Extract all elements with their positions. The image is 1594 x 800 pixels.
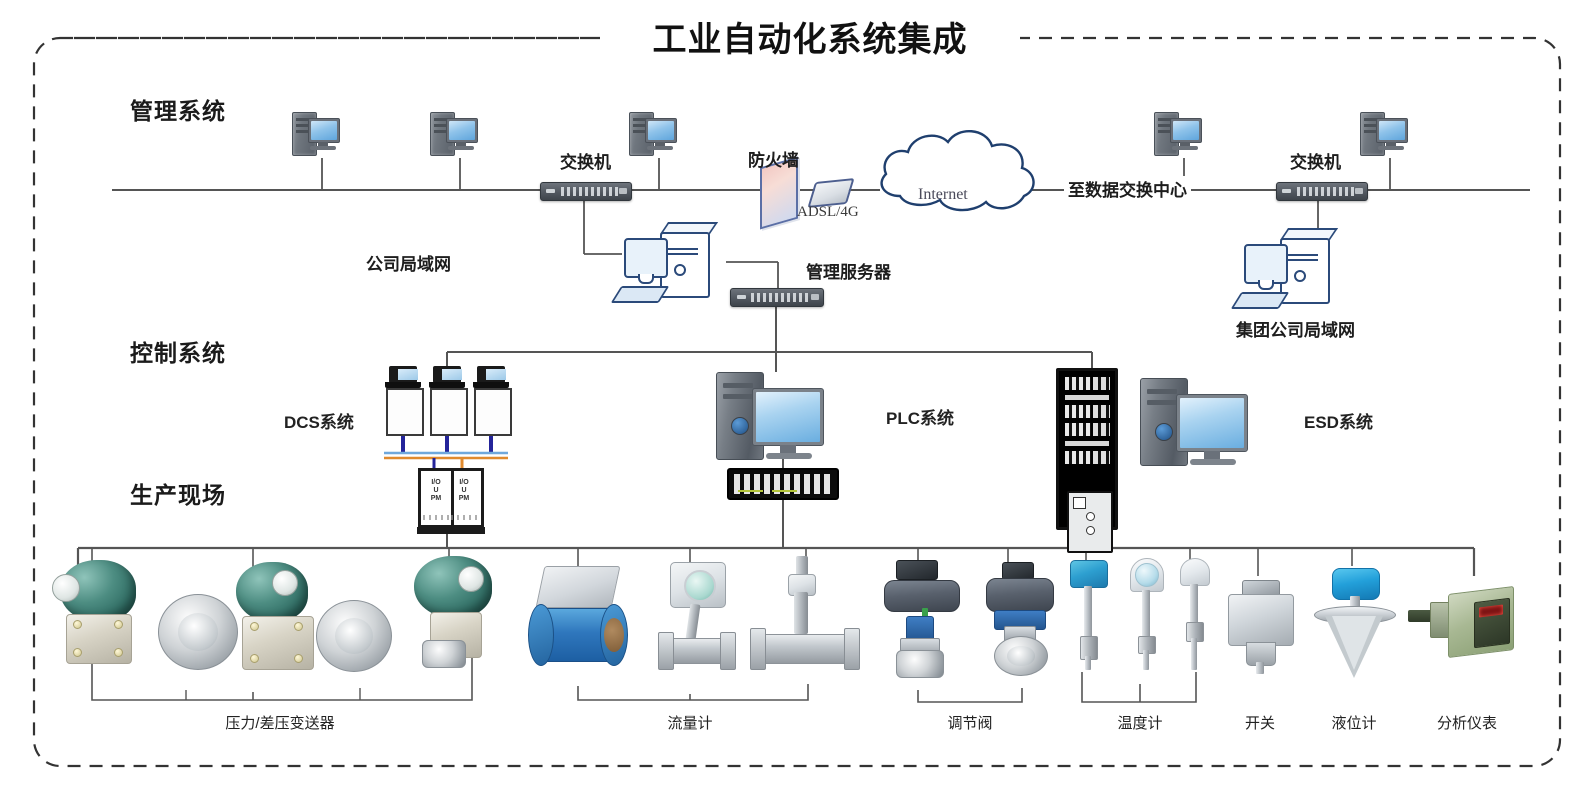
pc-monitor-icon xyxy=(1170,118,1202,143)
field-label-analyzer: 分析仪表 xyxy=(1436,715,1497,732)
management-server-label: 管理服务器 xyxy=(806,263,891,282)
management-server-switch[interactable] xyxy=(730,288,824,307)
field-label-switch: 开关 xyxy=(1244,715,1275,732)
internet-cloud-label: Internet xyxy=(918,186,968,203)
field-label-level-gauge: 液位计 xyxy=(1331,715,1377,732)
analyzer-probe-icon xyxy=(1408,610,1434,622)
field-label-thermometer: 温度计 xyxy=(1117,715,1163,732)
field-device-pressure-transmitter-2[interactable] xyxy=(152,590,248,670)
network-switch-right-label: 交换机 xyxy=(1290,153,1341,172)
valve-actuator-icon xyxy=(986,578,1054,612)
field-device-pressure-transmitter-5[interactable] xyxy=(406,556,506,672)
pc-monitor-icon xyxy=(752,388,824,446)
console-screen-icon xyxy=(433,366,462,383)
dcs-io-cabinet-text-left: I/O U PM xyxy=(430,479,442,502)
level-transmitter-head-icon xyxy=(1332,568,1380,600)
to-data-center-label: 至数据交换中心 xyxy=(1064,176,1191,201)
network-switch-left-label: 交换机 xyxy=(560,153,611,172)
plc-system-label: PLC系统 xyxy=(886,409,954,428)
dcs-io-cabinet[interactable]: I/O U PM I/O U PM xyxy=(417,468,485,534)
dcs-io-cabinet-text-right: I/O U PM xyxy=(458,479,470,502)
field-device-magnetic-flowmeter[interactable] xyxy=(524,566,642,676)
group-lan-label: 集团公司局域网 xyxy=(1236,321,1355,340)
field-device-thermometer-3[interactable] xyxy=(1174,558,1214,674)
flowmeter-converter-icon xyxy=(535,566,621,608)
field-device-orifice-flowmeter[interactable] xyxy=(750,556,860,674)
field-label-pressure-transmitter: 压力/差压变送器 xyxy=(225,715,335,732)
field-device-thermometer-2[interactable] xyxy=(1126,558,1166,674)
field-device-thermometer-1[interactable] xyxy=(1066,560,1112,672)
field-label-flow-meter: 流量计 xyxy=(667,715,713,732)
esd-module-row xyxy=(1065,405,1110,418)
console-screen-icon xyxy=(477,366,506,383)
layer-label-field: 生产现场 xyxy=(130,482,226,508)
pc-monitor-icon xyxy=(446,118,478,143)
field-device-pressure-switch[interactable] xyxy=(1222,580,1300,676)
firewall-label: 防火墙 xyxy=(748,151,799,170)
plc-modules-icon xyxy=(734,474,832,494)
monitor-icon xyxy=(624,238,668,278)
company-lan-label: 公司局域网 xyxy=(366,255,451,274)
layer-label-control: 控制系统 xyxy=(130,340,226,366)
field-device-pressure-transmitter-3[interactable] xyxy=(226,562,330,674)
transmitter-head-icon xyxy=(1070,560,1108,588)
flowmeter-display-icon xyxy=(684,570,716,602)
console-screen-icon xyxy=(389,366,418,383)
network-switch-left[interactable] xyxy=(540,182,632,201)
pc-monitor-icon xyxy=(645,118,677,143)
pc-monitor-icon xyxy=(308,118,340,143)
field-device-analyzer[interactable] xyxy=(1408,582,1518,672)
esd-control-panel[interactable] xyxy=(1067,491,1113,553)
monitor-icon xyxy=(1244,244,1288,284)
adsl-modem-label: ADSL/4G xyxy=(797,204,859,220)
transmitter-head-icon xyxy=(1180,558,1210,586)
network-switch-right[interactable] xyxy=(1276,182,1368,201)
dcs-system-label: DCS系统 xyxy=(284,413,354,432)
esd-module-row xyxy=(1065,451,1110,464)
esd-cabinet[interactable] xyxy=(1056,368,1118,553)
pc-monitor-icon xyxy=(1376,118,1408,143)
plc-io-rack[interactable] xyxy=(727,468,839,500)
field-device-control-valve-2[interactable] xyxy=(978,562,1064,678)
valve-positioner-icon xyxy=(896,560,938,580)
pc-monitor-icon xyxy=(1176,394,1248,452)
layer-label-management: 管理系统 xyxy=(130,98,226,124)
field-device-control-valve-1[interactable] xyxy=(874,560,968,678)
field-device-pressure-transmitter-1[interactable] xyxy=(44,560,150,670)
esd-module-row xyxy=(1065,423,1110,436)
esd-module-row xyxy=(1065,377,1110,390)
field-label-control-valve: 调节阀 xyxy=(947,715,993,732)
field-device-radar-level-gauge[interactable] xyxy=(1312,568,1396,678)
field-device-pressure-transmitter-4[interactable] xyxy=(312,598,398,674)
page-title: 工业自动化系统集成 xyxy=(600,18,1020,62)
field-device-vortex-flowmeter[interactable] xyxy=(650,562,740,674)
esd-system-label: ESD系统 xyxy=(1304,413,1373,432)
